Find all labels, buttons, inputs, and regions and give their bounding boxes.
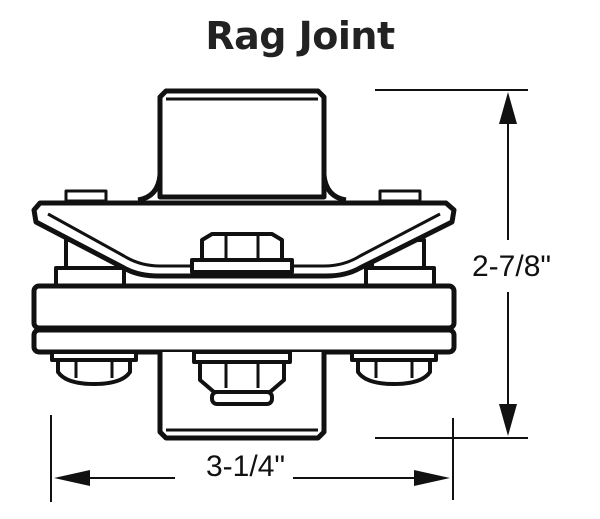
width-dimension-label: 3-1/4" — [200, 452, 292, 482]
flex-disc — [31, 283, 457, 355]
right-lower-nut — [350, 350, 438, 386]
left-lower-nut — [50, 350, 138, 386]
center-bolt-head — [190, 232, 294, 274]
center-lower-nut — [192, 350, 292, 406]
dimension-lines — [50, 89, 528, 502]
diagram-title: Rag Joint — [205, 14, 395, 58]
upper-yoke-shaft — [137, 88, 347, 203]
right-flange-tab — [378, 189, 422, 203]
height-dimension-label: 2-7/8" — [472, 248, 552, 286]
left-flange-tab — [64, 189, 108, 203]
